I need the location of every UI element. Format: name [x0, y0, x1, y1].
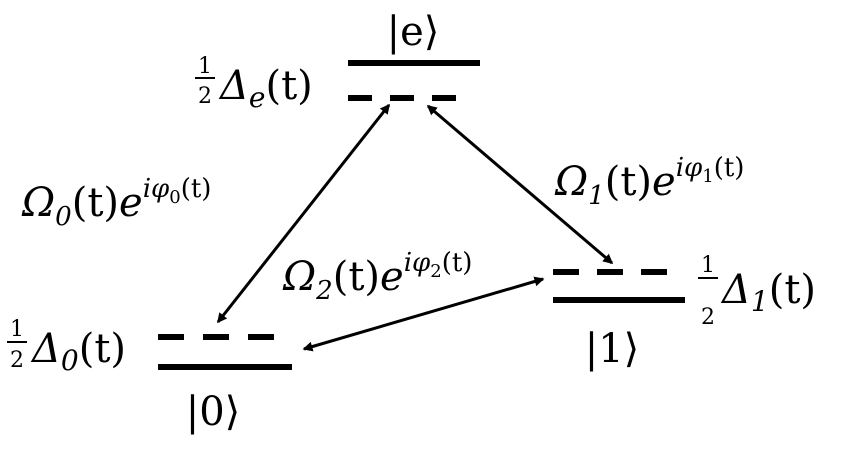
- coupling-arrow-e-1: [426, 104, 614, 265]
- excited-detuning-frac-den: 2: [198, 84, 212, 109]
- excited-level-ket: |e⟩: [387, 9, 440, 55]
- ground1-detuning-label: Δ1(t): [720, 267, 816, 318]
- coupling-label-2: Ω2(t)eiφ2(t): [282, 248, 472, 306]
- coupling-arrow-0-e: [216, 103, 391, 324]
- excited-detuning-frac-num: 1: [198, 54, 212, 79]
- excited-detuning-label: Δe(t): [218, 63, 313, 114]
- ground0-detuning-frac-den: 2: [10, 348, 24, 373]
- ground1-level-ket: |1⟩: [585, 326, 640, 372]
- coupling-label-1: Ω1(t)eiφ1(t): [554, 153, 744, 211]
- coupling-arrow-0-1: [302, 276, 545, 352]
- ground1-detuning-frac-den: 2: [701, 305, 715, 330]
- ground1-detuning-frac-num: 1: [701, 253, 715, 278]
- coupling-label-0: Ω0(t)eiφ0(t): [21, 174, 211, 232]
- ground0-level-ket: |0⟩: [186, 389, 241, 435]
- ground0-detuning-label: Δ0(t): [30, 326, 126, 377]
- ground0-detuning-frac-num: 1: [10, 317, 24, 342]
